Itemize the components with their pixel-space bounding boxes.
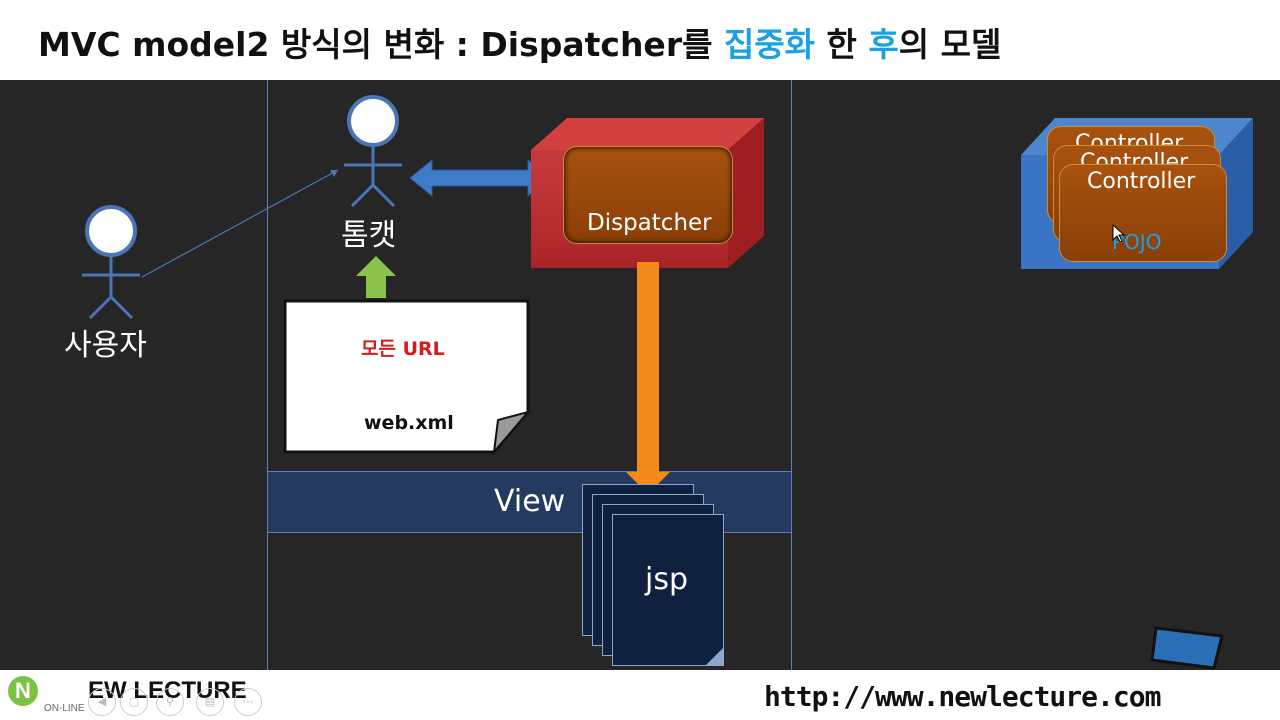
title-bar: MVC model2 방식의 변화 : Dispatcher를 집중화 한 후의… [0,0,1280,80]
dispatcher-node [563,146,733,244]
prev-slide-button[interactable]: ◀ [88,688,116,716]
user-icon [82,205,140,320]
user-tomcat-connector [141,169,339,278]
zoom-button[interactable]: ⚲ [156,688,184,716]
divider-left [267,80,268,670]
dispatcher-label: Dispatcher [587,210,712,236]
logo-icon: N [8,676,38,706]
jsp-label: jsp [645,562,689,597]
footer-url: http://www.newlecture.com [764,680,1161,713]
divider-right [791,80,792,670]
webxml-document-icon [283,299,531,456]
slide-title: MVC model2 방식의 변화 : Dispatcher를 집중화 한 후의… [38,18,1001,66]
view-label: View [494,484,566,519]
jsp-page-front [612,514,724,666]
title-highlight-2: 후 [868,25,899,64]
notes-button[interactable]: ▤ [196,688,224,716]
user-label: 사용자 [64,328,147,363]
webxml-file-label: web.xml [364,412,454,434]
webxml-title: 모든 URL [361,338,445,360]
slides-button[interactable]: ▢ [120,688,148,716]
down-arrow-icon [626,262,670,494]
logo-subtext: ON-LINE [44,703,85,714]
double-arrow-icon [409,158,551,198]
tomcat-icon [344,95,402,208]
title-text-2: 한 [815,25,869,64]
controller-label-3: Controller [1087,169,1196,194]
up-arrow-icon [356,256,396,298]
mouse-cursor-icon [1112,224,1126,243]
more-options-button[interactable]: ⋯ [234,688,262,716]
title-text: MVC model2 방식의 변화 : Dispatcher를 [38,25,724,64]
title-highlight-1: 집중화 [723,25,816,64]
controller-card-front [1059,164,1227,262]
title-text-3: 의 모델 [898,25,1002,64]
tomcat-label: 톰캣 [341,218,397,253]
